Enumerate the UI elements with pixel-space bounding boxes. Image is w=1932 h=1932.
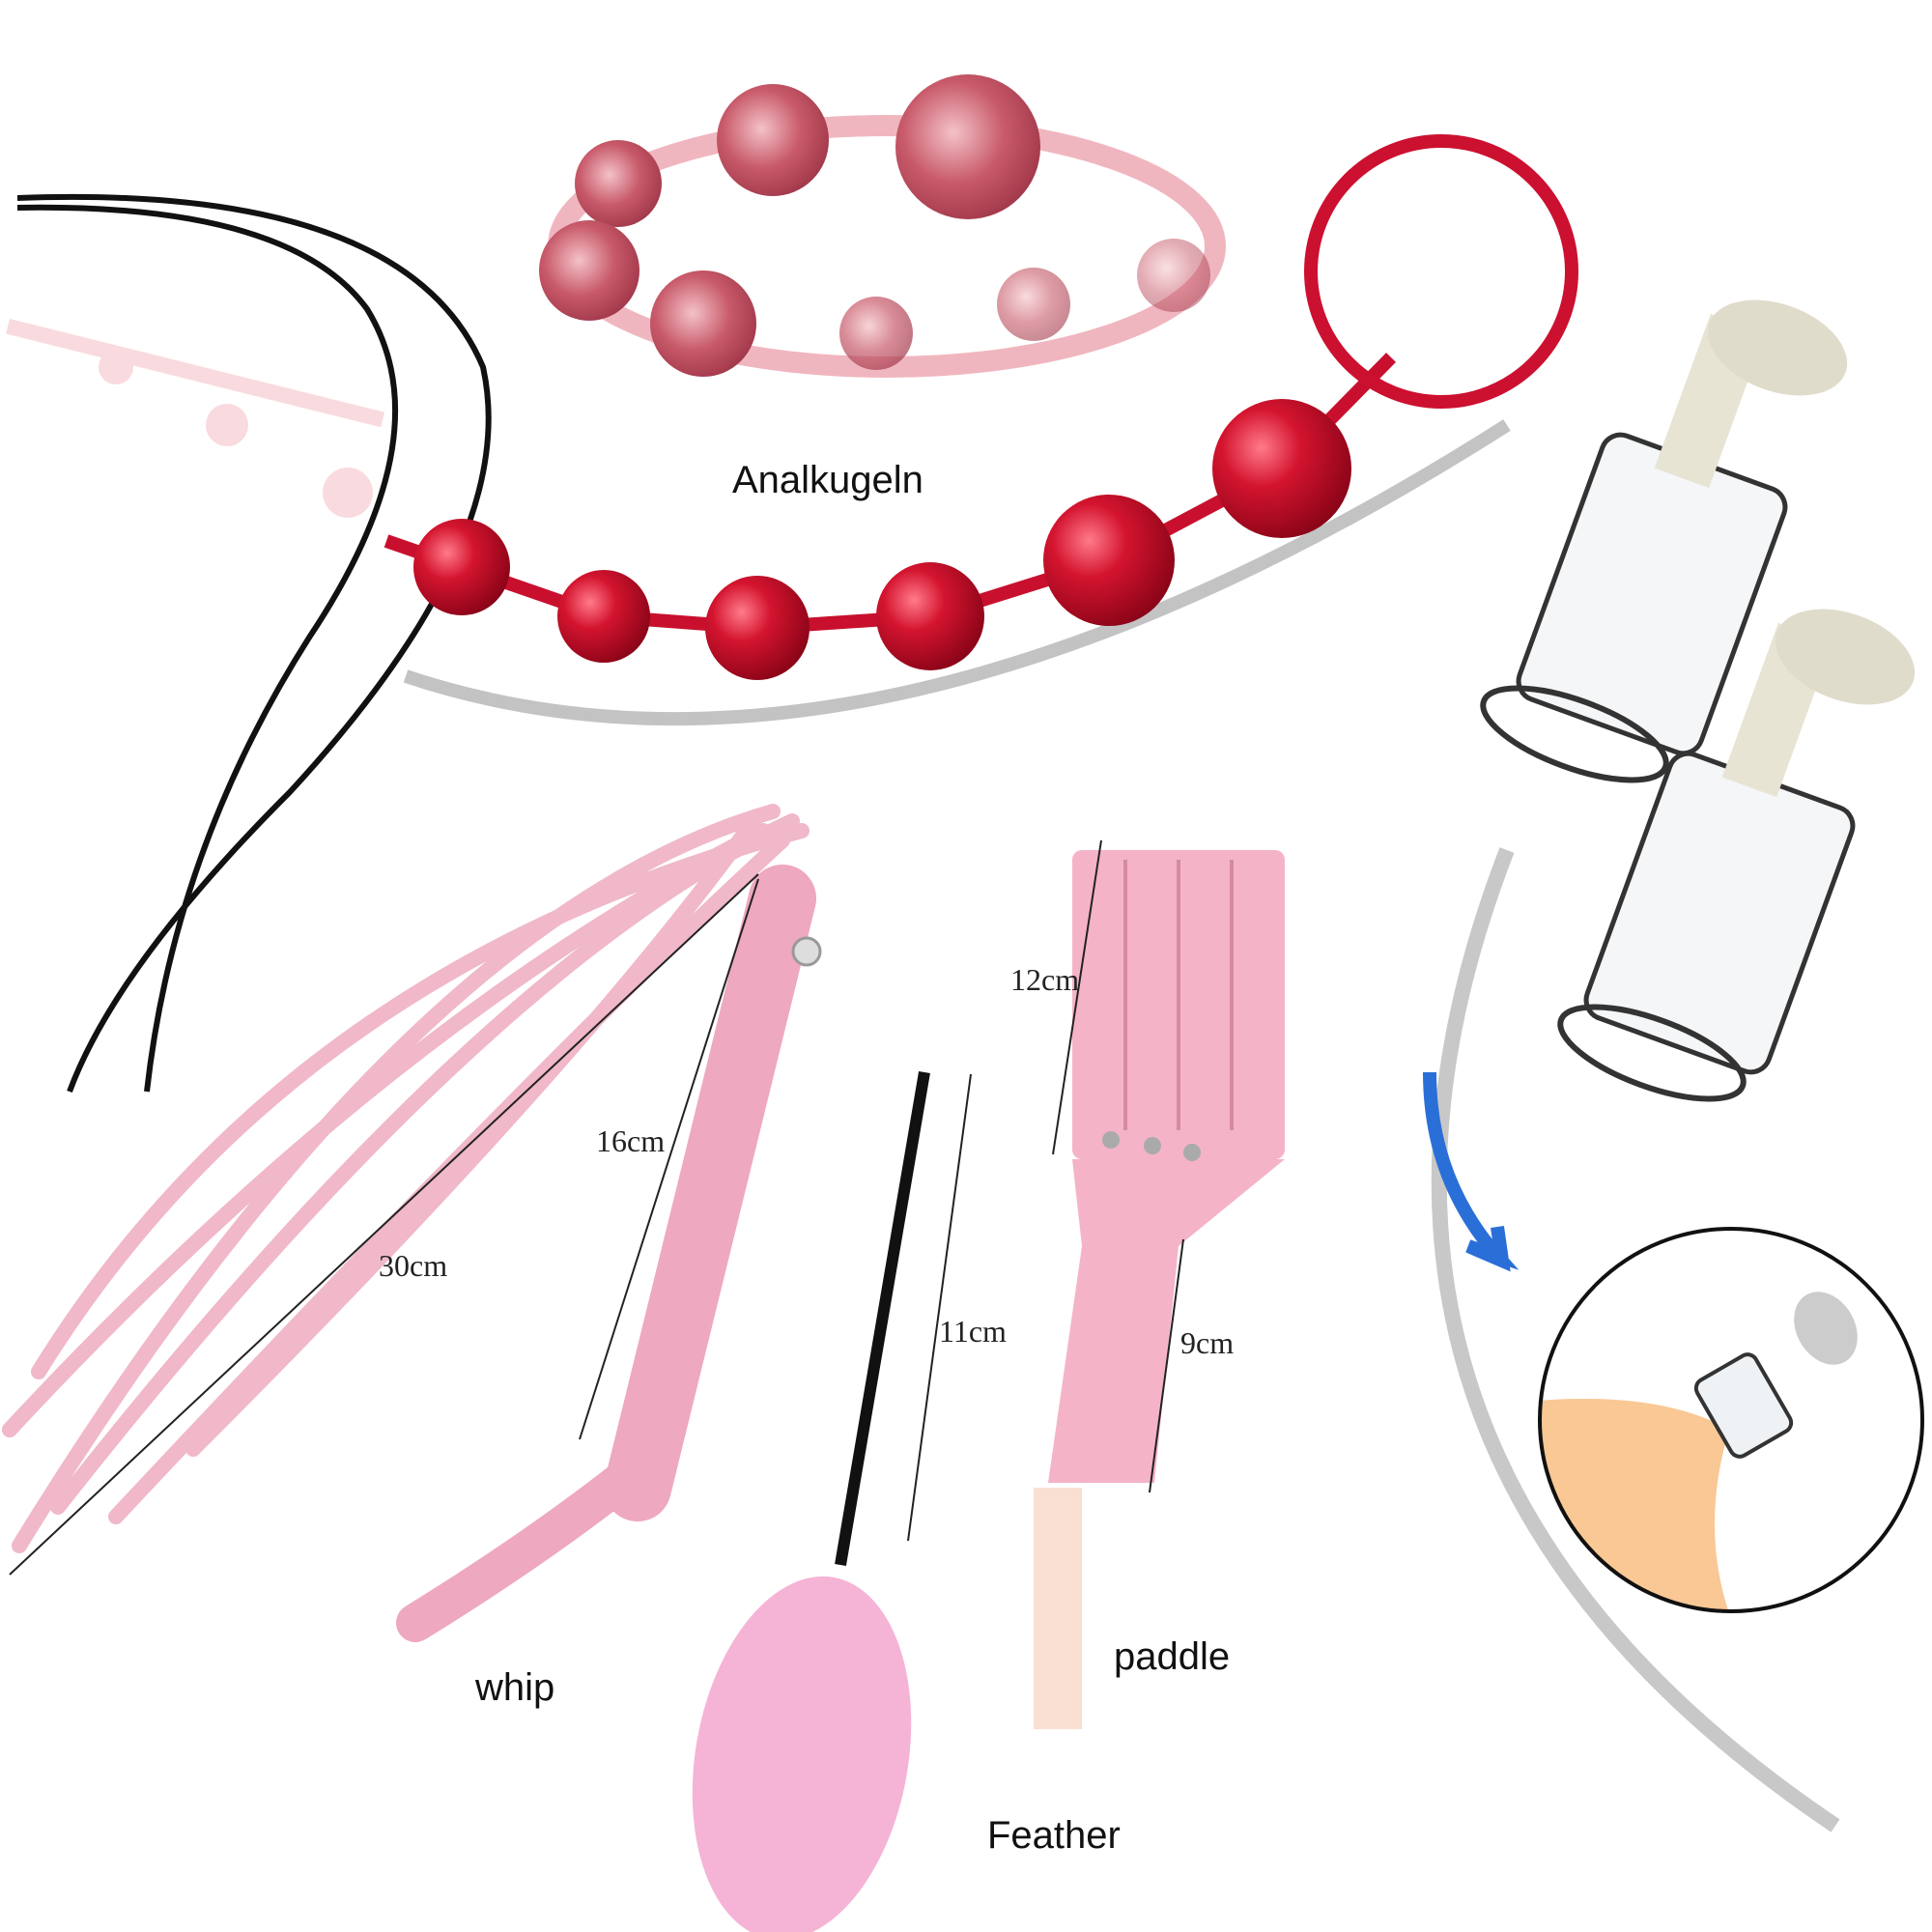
- dimension-lines: [9, 839, 1184, 1576]
- dim-whip-handle: 16cm: [596, 1123, 666, 1158]
- backdrop-arc-top: [403, 419, 1511, 726]
- pink-beads-loop: [539, 74, 1226, 378]
- label-analkugeln: Analkugeln: [732, 459, 923, 501]
- whip: [2, 804, 822, 1642]
- feather-tickler: [692, 1070, 930, 1932]
- label-whip: whip: [475, 1666, 555, 1709]
- paddle: [1034, 850, 1285, 1729]
- dim-paddle-handle: 9cm: [1180, 1325, 1235, 1360]
- red-bead-chain: [384, 134, 1578, 680]
- dim-feather-stick: 11cm: [939, 1314, 1007, 1349]
- usage-inset: [1538, 1227, 1924, 1613]
- backdrop-arc-right: [1431, 847, 1840, 1833]
- label-paddle: paddle: [1114, 1635, 1231, 1678]
- black-cords: [16, 193, 492, 1094]
- dim-paddle-head: 12cm: [1010, 962, 1080, 997]
- dim-whip-total: 30cm: [379, 1248, 448, 1283]
- faded-bead-chain: [6, 319, 385, 518]
- suction-pumps: [1480, 299, 1916, 1102]
- arrow-icon: [1423, 1071, 1520, 1272]
- label-feather: Feather: [987, 1814, 1121, 1857]
